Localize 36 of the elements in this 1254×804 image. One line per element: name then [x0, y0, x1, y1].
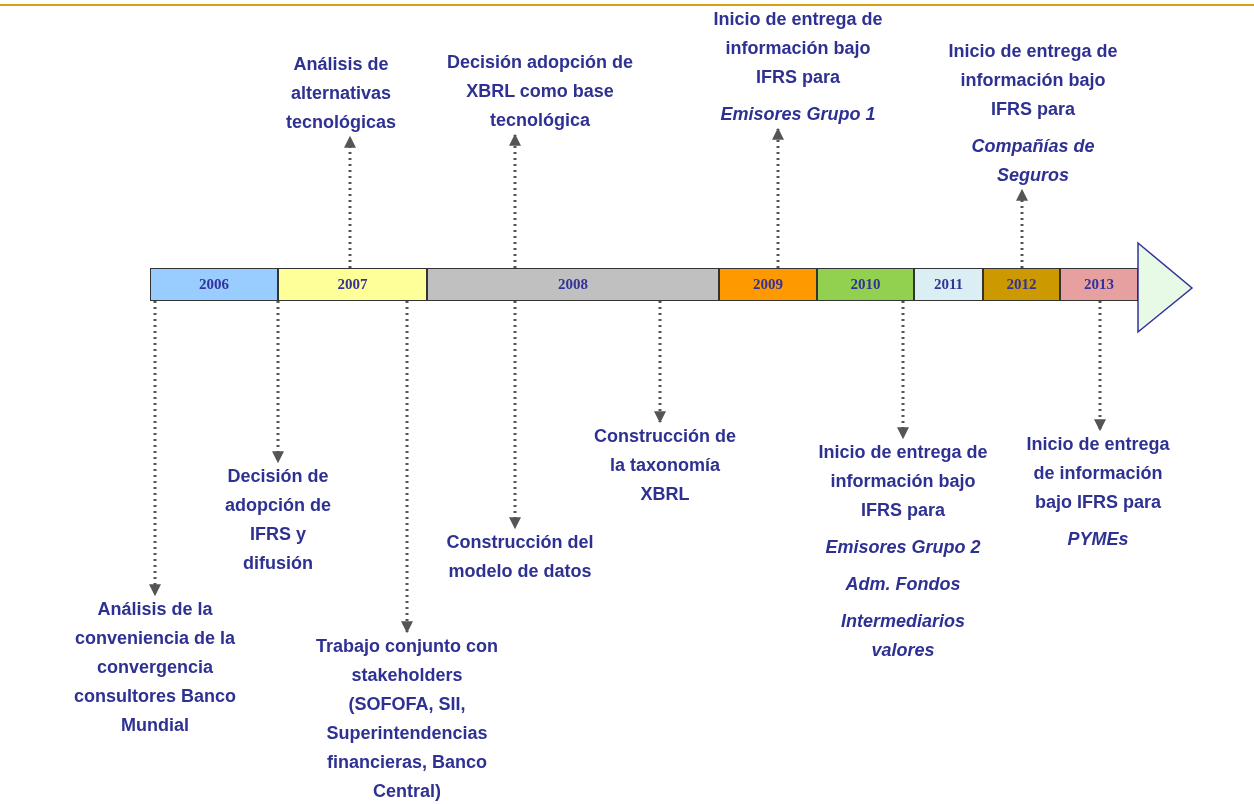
milestone-detail: Adm. Fondos [844, 573, 962, 596]
year-segment: 2009 [719, 268, 817, 301]
dotted-arrow [897, 301, 909, 440]
dotted-arrow [401, 301, 413, 634]
year-segment: 2012 [983, 268, 1060, 301]
dotted-arrow [654, 301, 666, 424]
milestone-text: Trabajo conjunto con stakeholders (SOFOFA, SII, Superintendencias financieras, Banco Central) [307, 632, 507, 804]
milestone-text: Construcción de la taxonomía XBRL [590, 422, 740, 509]
dotted-arrow [344, 135, 356, 268]
dotted-arrow [272, 301, 284, 464]
year-segment: 2006 [150, 268, 278, 301]
dotted-arrow [772, 127, 784, 268]
milestone-text: Análisis de alternativas tecnológicas [266, 50, 416, 137]
year-segment: 2011 [914, 268, 983, 301]
year-segment: 2008 [427, 268, 719, 301]
year-segment: 2010 [817, 268, 914, 301]
milestone-text: Decisión adopción de XBRL como base tecnológica [445, 48, 635, 135]
dotted-arrow [1016, 188, 1028, 268]
milestone-text: Inicio de entrega de información bajo IFRS para [947, 40, 1119, 121]
milestone-text: Construcción del modelo de datos [445, 528, 595, 586]
dotted-arrow [1094, 301, 1106, 432]
milestone-detail: PYMEs [1066, 528, 1130, 551]
milestone-text: Inicio de entrega de información bajo IFRS para [1025, 433, 1171, 514]
milestone-detail: Emisores Grupo 1 [719, 103, 877, 126]
milestone-detail: Compañías de Seguros [970, 135, 1096, 187]
year-segment: 2007 [278, 268, 427, 301]
milestone-detail: Intermediarios valores [839, 610, 966, 662]
milestone-text: Inicio de entrega de información bajo IFRS para [817, 441, 989, 522]
dotted-arrow [149, 301, 161, 597]
milestone-text: Decisión de adopción de IFRS y difusión [213, 462, 343, 578]
milestone-text: Inicio de entrega de información bajo IFRS para [712, 8, 884, 89]
milestone-detail: Emisores Grupo 2 [824, 536, 982, 559]
milestone-text: Análisis de la conveniencia de la convergencia consultores Banco Mundial [65, 595, 245, 740]
dotted-arrow [509, 133, 521, 268]
year-segment: 2013 [1060, 268, 1138, 301]
dotted-arrow [509, 301, 521, 530]
